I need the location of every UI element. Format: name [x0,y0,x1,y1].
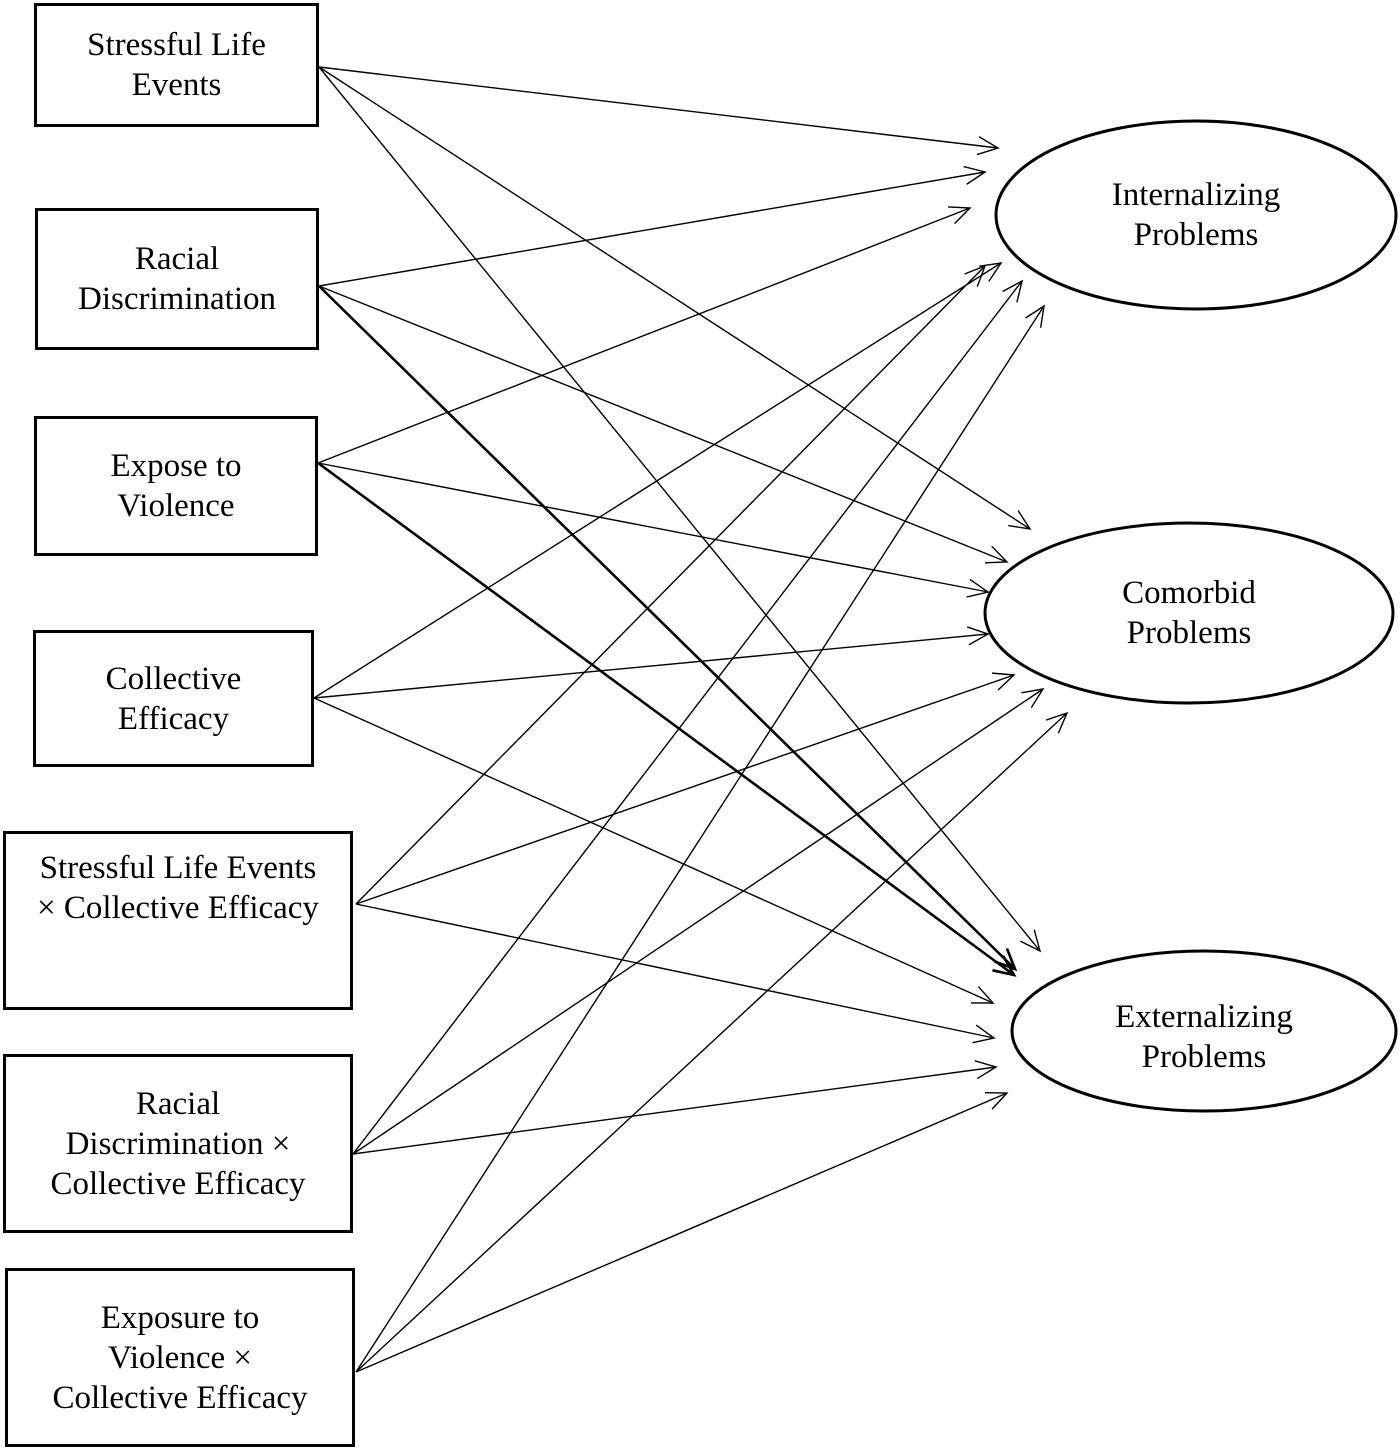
outcome-label-line: Problems [1141,1039,1267,1075]
path-arrow-sle-to-ext [318,66,1042,953]
path-arrow-etv_ce-to-ext [355,1091,1009,1373]
arrowhead [966,626,990,646]
outcome-label-line: Externalizing [1115,999,1293,1035]
arrowhead [1045,711,1069,734]
outcome-externalizing-problems: Externalizing Problems [1012,982,1396,1092]
outcome-ellipse-ext [1010,949,1398,1113]
predictor-racial-discrimination-x-collective-efficacy: Racial Discrimination × Collective Effic… [3,1054,353,1233]
predictor-label-line: Stressful Life Events [39,850,317,886]
predictor-collective-efficacy: Collective Efficacy [33,630,314,767]
arrowhead [993,948,1018,972]
predictor-racial-discrimination: Racial Discrimination [35,208,319,350]
path-arrow-sle-to-com [318,66,1032,530]
arrowhead [970,986,995,1004]
arrowhead [976,136,1000,156]
path-arrow-ce-to-int [313,262,1003,699]
predictor-label-line: Violence [117,488,235,524]
predictor-label-line: Efficacy [117,700,230,737]
arrowhead [984,1091,1009,1110]
predictor-label-line: Expose to [110,448,242,484]
outcome-label-line: Problems [1133,217,1259,253]
outcome-label-line: Comorbid [1122,575,1256,611]
arrowhead [979,262,1003,282]
path-arrow-etv-to-ext [317,461,1017,977]
arrowhead [966,578,990,598]
arrowhead [964,264,987,287]
predictor-stressful-life-events-x-collective-efficacy: Stressful Life Events × Collective Effic… [3,831,353,1010]
predictor-label-line: Racial [135,1085,221,1122]
predictor-exposure-to-violence-x-collective-efficacy: Exposure to Violence × Collective Effica… [5,1268,355,1447]
predictor-label-line: Exposure to [100,1299,260,1336]
path-arrow-rd_ce-to-ext [352,1060,998,1155]
path-arrow-sle-to-int [318,66,1000,156]
arrowhead [992,672,1016,691]
path-arrow-etv_ce-to-int [355,304,1045,1373]
arrowhead [1020,929,1042,953]
arrowhead [1008,510,1032,530]
arrowhead [972,1024,996,1044]
predictor-label-line: Collective Efficacy [50,1165,306,1202]
path-arrow-rd-to-com [318,285,1009,564]
predictor-label-line: × Collective Efficacy [37,890,319,926]
path-arrow-ce-to-com [313,626,990,699]
outcome-label-line: Problems [1126,615,1252,651]
arrowhead [1021,688,1045,709]
arrowhead [992,955,1017,977]
path-arrow-etv-to-int [317,206,972,464]
path-arrow-etv-to-com [317,462,990,598]
path-arrow-rd_ce-to-int [352,279,1024,1155]
predictor-label-line: Collective Efficacy [52,1379,308,1416]
arrowhead [1025,304,1045,328]
arrowhead [984,545,1009,564]
path-arrow-etv_ce-to-com [355,711,1069,1373]
predictor-stressful-life-events: Stressful Life Events [34,3,319,127]
path-arrow-ce-to-ext [313,697,995,1004]
arrowhead [974,1060,998,1080]
arrowhead [1002,279,1024,303]
predictor-label-line: Violence × [108,1339,252,1376]
outcome-comorbid-problems: Comorbid Problems [985,558,1393,668]
outcome-ellipse-com [983,521,1395,705]
predictor-label-line: Stressful Life [87,27,266,63]
predictor-label-line: Racial [134,241,220,277]
outcome-label-line: Internalizing [1111,177,1281,213]
path-arrow-rd_ce-to-com [352,688,1045,1155]
outcome-internalizing-problems: Internalizing Problems [996,160,1396,270]
predictor-label-line: Events [131,67,222,103]
predictor-exposure-to-violence: Expose to Violence [34,416,318,556]
predictor-label-line: Discrimination [78,281,276,317]
path-arrow-rd-to-int [318,165,987,287]
arrowhead [947,206,972,225]
path-arrow-sle_ce-to-ext [355,903,996,1044]
path-arrow-rd-to-ext [318,285,1018,972]
predictor-label-line: Discrimination × [65,1125,291,1162]
path-arrow-sle_ce-to-com [355,672,1016,905]
arrowhead [963,165,987,185]
predictor-label-line: Collective [105,660,242,697]
outcome-ellipse-int [994,119,1398,311]
path-arrow-sle_ce-to-int [355,264,987,905]
